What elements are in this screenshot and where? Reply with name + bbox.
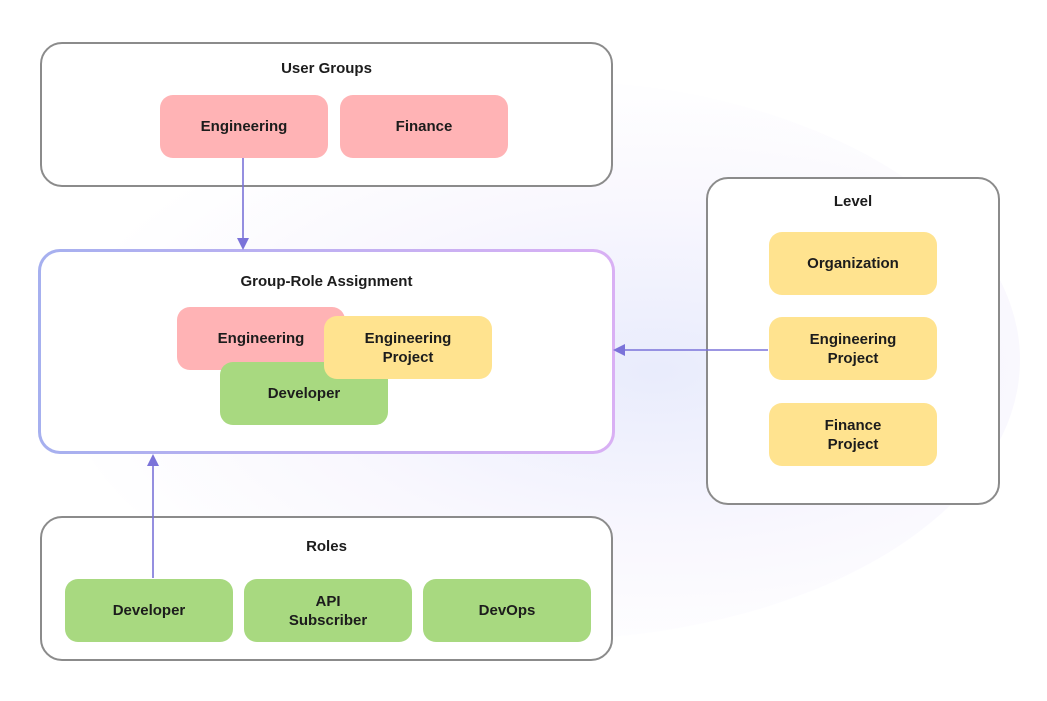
role-developer[interactable]: Developer bbox=[65, 579, 233, 642]
group-role-assignment-panel: Group-Role Assignment Engineering Develo… bbox=[38, 249, 615, 454]
level-organization[interactable]: Organization bbox=[769, 232, 937, 295]
arrow-level-to-assignment bbox=[613, 344, 768, 356]
level-title: Level bbox=[833, 193, 873, 210]
level-panel: Level Organization Engineering Project F… bbox=[706, 177, 1000, 505]
roles-panel: Roles Developer API Subscriber DevOps bbox=[40, 516, 613, 661]
arrow-roles-to-assignment bbox=[147, 454, 159, 578]
level-finance-project[interactable]: Finance Project bbox=[769, 403, 937, 466]
role-api-subscriber[interactable]: API Subscriber bbox=[244, 579, 412, 642]
assignment-level-engineering-project[interactable]: Engineering Project bbox=[324, 316, 492, 379]
user-groups-title: User Groups bbox=[281, 60, 372, 77]
assignment-group-engineering[interactable]: Engineering bbox=[177, 307, 345, 370]
group-engineering[interactable]: Engineering bbox=[160, 95, 328, 158]
arrow-groups-to-assignment bbox=[237, 158, 249, 250]
user-groups-panel: User Groups Engineering Finance bbox=[40, 42, 613, 187]
level-engineering-project[interactable]: Engineering Project bbox=[769, 317, 937, 380]
role-devops[interactable]: DevOps bbox=[423, 579, 591, 642]
assignment-title: Group-Role Assignment bbox=[240, 273, 413, 290]
group-finance[interactable]: Finance bbox=[340, 95, 508, 158]
roles-title: Roles bbox=[306, 538, 347, 555]
